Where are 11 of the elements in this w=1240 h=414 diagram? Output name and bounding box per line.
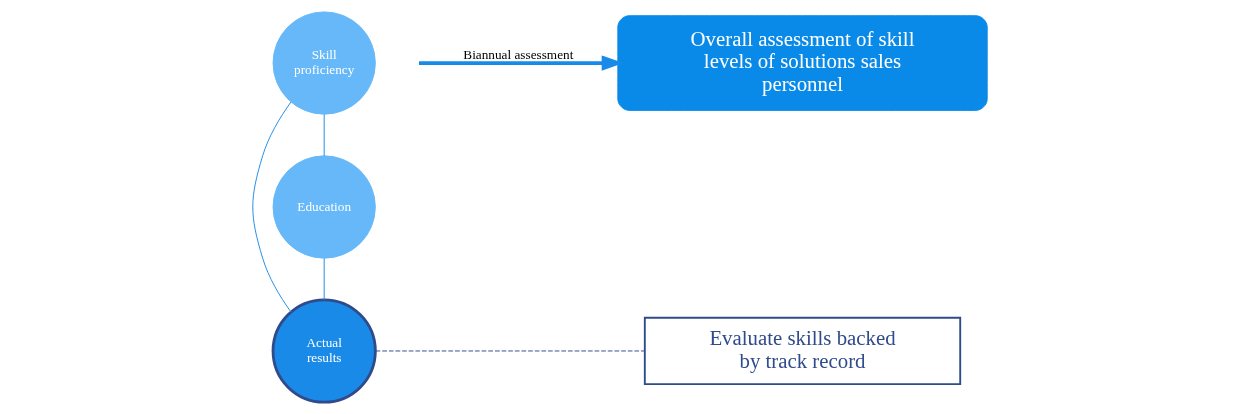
connector: [323, 114, 325, 157]
edge-label: Biannual assessment: [463, 47, 574, 63]
node-circle: Education: [272, 155, 376, 259]
connector: [375, 350, 646, 352]
connector: [323, 258, 325, 301]
arrow: [419, 55, 624, 71]
node-box: Overall assessment of skill levels of solutions sales personnel: [617, 15, 988, 111]
node-circle: Actual results: [271, 298, 377, 404]
node-box: Evaluate skills backed by track record: [643, 316, 962, 386]
connector: [252, 101, 292, 313]
node-circle: Skill proficiency: [272, 11, 376, 115]
